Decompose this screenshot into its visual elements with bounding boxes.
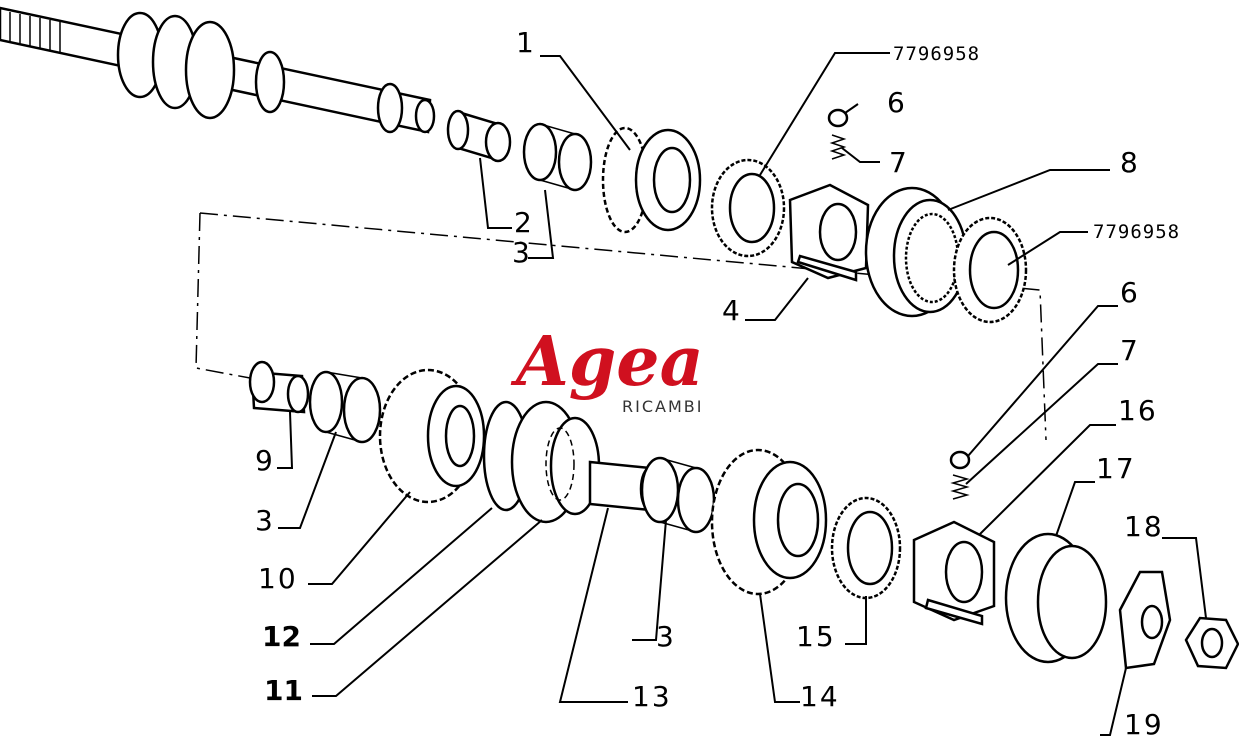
needle-bearing-3-upper	[522, 122, 593, 192]
callout-2: 2	[514, 206, 534, 239]
gear-10	[378, 368, 486, 504]
main-shaft	[0, 6, 436, 134]
sliding-sleeve-8	[864, 186, 968, 318]
bushing-2	[446, 109, 512, 163]
callout-19: 19	[1124, 708, 1164, 737]
gear-1	[601, 126, 702, 234]
part-number-upper: 7796958	[893, 43, 980, 65]
needle-bearing-3-left	[308, 370, 382, 444]
callout-8: 8	[1120, 146, 1140, 179]
bushing-9	[248, 360, 310, 414]
detent-ball-6-lower	[949, 450, 971, 470]
callout-6-upper: 6	[887, 86, 907, 119]
watermark-brand: Agea	[510, 322, 704, 402]
thrust-washer-19	[1118, 570, 1172, 670]
synchro-ring-upper-2	[952, 216, 1028, 324]
callout-18: 18	[1124, 510, 1164, 543]
nut-18	[1184, 616, 1239, 670]
agea-ricambi-watermark: Agea RICAMBI	[510, 322, 704, 416]
callout-16: 16	[1118, 394, 1158, 427]
callout-15: 15	[796, 620, 836, 653]
callout-17: 17	[1096, 452, 1136, 485]
callout-9: 9	[255, 444, 275, 477]
callout-3-upper: 3	[512, 236, 532, 269]
sliding-sleeve-17	[1004, 532, 1108, 664]
callout-1: 1	[516, 26, 536, 59]
spring-7-lower	[950, 474, 970, 500]
callout-12: 12	[262, 620, 301, 653]
callout-11: 11	[264, 674, 303, 707]
assembly-boundary-line	[195, 212, 1047, 441]
callout-6-lower: 6	[1120, 276, 1140, 309]
synchro-ring-upper	[710, 158, 786, 258]
callout-14: 14	[800, 680, 840, 713]
callout-4: 4	[722, 294, 742, 327]
spring-7-upper	[829, 134, 847, 160]
callout-3-right: 3	[656, 620, 676, 653]
bearing-race-11	[510, 400, 601, 524]
needle-bearing-3-right	[640, 456, 716, 534]
callout-7-upper: 7	[889, 146, 909, 179]
gear-14	[710, 448, 828, 596]
part-number-right: 7796958	[1093, 221, 1180, 243]
synchro-hub-4	[788, 183, 870, 282]
synchro-ring-15	[830, 496, 902, 600]
callout-10: 10	[258, 562, 298, 595]
synchro-hub-16	[912, 520, 996, 626]
callout-3-left: 3	[255, 504, 275, 537]
callout-13: 13	[632, 680, 672, 713]
watermark-sub: RICAMBI	[622, 397, 703, 416]
leader-lines	[277, 52, 1207, 736]
detent-ball-6-upper	[827, 108, 849, 128]
callout-7-lower: 7	[1120, 334, 1140, 367]
